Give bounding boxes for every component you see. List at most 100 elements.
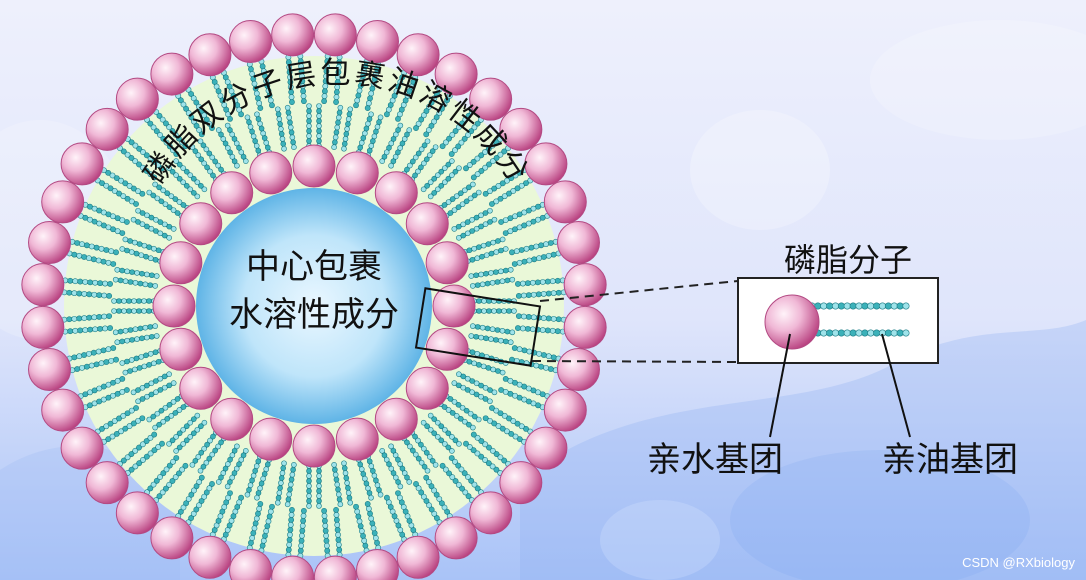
outer-phospholipid-head xyxy=(188,535,232,579)
inner-phospholipid-head xyxy=(292,144,336,188)
highlight-box xyxy=(414,287,542,367)
outer-tail-chain xyxy=(509,238,559,256)
outer-tail-chain xyxy=(220,69,244,118)
inner-tail-chain xyxy=(456,371,498,396)
outer-tail-chain xyxy=(489,405,534,435)
outer-phospholipid-head xyxy=(229,20,273,64)
outer-tail-chain xyxy=(514,325,566,335)
inner-tail-chain xyxy=(388,127,413,169)
inner-phospholipid-head xyxy=(152,284,196,328)
inner-tail-chain xyxy=(135,380,177,405)
inner-tail-chain xyxy=(284,104,297,150)
outer-tail-chain xyxy=(258,503,275,554)
outer-phospholipid-head xyxy=(396,33,440,77)
inner-tail-chain xyxy=(470,323,516,336)
inner-tail-chain xyxy=(114,333,160,346)
outer-tail-chain xyxy=(482,167,527,197)
inner-tail-chain xyxy=(341,460,354,506)
outer-tail-chain xyxy=(509,356,559,374)
inner-tail-chain xyxy=(274,106,287,152)
outer-tail-chain xyxy=(463,440,504,476)
aqueous-core xyxy=(196,188,432,424)
inner-tail-chain xyxy=(420,419,455,454)
outer-tail-chain xyxy=(66,250,117,267)
inner-tail-chain xyxy=(470,276,516,289)
outer-phospholipid-head xyxy=(563,305,607,349)
outer-tail-chain xyxy=(144,116,180,157)
outer-tail-chain xyxy=(470,145,511,181)
liposome xyxy=(21,13,607,580)
outer-tail-chain xyxy=(82,387,130,411)
outer-phospholipid-head xyxy=(150,516,194,560)
outer-tail-chain xyxy=(333,506,343,558)
outer-phospholipid-head xyxy=(41,388,85,432)
outer-phospholipid-head xyxy=(188,33,232,77)
outer-tail-chain xyxy=(61,313,113,323)
outer-phospholipid-head xyxy=(85,107,129,151)
inner-tail-chain xyxy=(341,106,354,152)
inner-tail-chain xyxy=(306,103,312,149)
outer-tail-chain xyxy=(514,277,566,287)
outer-tail-chain xyxy=(246,501,264,551)
inner-tail-chain xyxy=(122,236,167,255)
inner-phospholipid-head xyxy=(374,397,418,441)
outer-phospholipid-head xyxy=(313,13,357,57)
inner-phospholipid-head xyxy=(179,202,223,246)
inner-tail-chain xyxy=(471,308,517,314)
outer-tail-chain xyxy=(439,462,475,503)
inner-tail-chain xyxy=(316,463,322,509)
inner-phospholipid-head xyxy=(374,171,418,215)
outer-tail-chain xyxy=(77,212,126,236)
inner-tail-chain xyxy=(111,308,157,314)
inner-tail-chain xyxy=(274,460,287,506)
outer-tail-chain xyxy=(364,61,382,111)
core-label-line1: 中心包裹 xyxy=(246,247,382,287)
inner-tail-chain xyxy=(111,298,157,304)
inner-phospholipid-head xyxy=(159,327,203,371)
inner-tail-chain xyxy=(112,276,158,289)
outer-head-layer xyxy=(21,13,607,580)
outer-phospholipid-head xyxy=(271,13,315,57)
inner-tail-chain xyxy=(468,333,514,346)
outer-tail-chain xyxy=(413,86,443,131)
outer-tail-chain xyxy=(209,490,233,538)
outer-tail-chain xyxy=(489,177,534,207)
outer-phospholipid-head xyxy=(229,548,272,580)
inner-tail-chain xyxy=(409,429,439,468)
outer-tail-chain xyxy=(101,415,146,445)
inner-tail-chain xyxy=(197,138,227,177)
inner-tail-chain xyxy=(152,181,191,211)
inner-tail-layer xyxy=(111,103,517,509)
inner-tail-chain xyxy=(437,401,476,431)
inner-tail-chain xyxy=(427,412,462,447)
inset-tail-chain-lower xyxy=(808,329,910,337)
inner-phospholipid-head xyxy=(405,202,449,246)
inner-tail-chain xyxy=(254,111,273,156)
outer-phospholipid-head xyxy=(21,305,65,349)
outer-phospholipid-head xyxy=(469,77,513,121)
outer-tail-chain xyxy=(448,455,484,496)
inner-tail-chain xyxy=(461,236,506,255)
outer-phospholipid-head xyxy=(28,221,72,265)
outer-tail-chain xyxy=(66,345,117,362)
inner-tail-chain xyxy=(284,462,297,508)
inner-tail-chain xyxy=(189,429,219,468)
outer-tail-chain xyxy=(333,54,343,106)
outer-tail-chain xyxy=(185,481,215,526)
inner-tail-chain xyxy=(306,463,312,509)
outer-phospholipid-head xyxy=(85,461,129,505)
outer-phospholipid-head xyxy=(271,555,315,580)
outer-phospholipid-head xyxy=(356,548,399,580)
inner-tail-chain xyxy=(215,443,240,485)
inner-tail-chain xyxy=(379,448,404,490)
outer-phospholipid-head xyxy=(524,142,568,186)
outer-tail-chain xyxy=(94,177,139,207)
outer-tail-chain xyxy=(439,109,475,150)
inner-phospholipid-head xyxy=(335,417,379,461)
pointer-lipophilic xyxy=(881,333,911,438)
inner-tail-chain xyxy=(456,216,498,241)
inner-tail-chain xyxy=(427,165,462,200)
outer-phospholipid-head xyxy=(115,77,159,121)
hydrophilic-label: 亲水基团 xyxy=(647,440,783,480)
outer-phospholipid-head xyxy=(115,491,159,535)
